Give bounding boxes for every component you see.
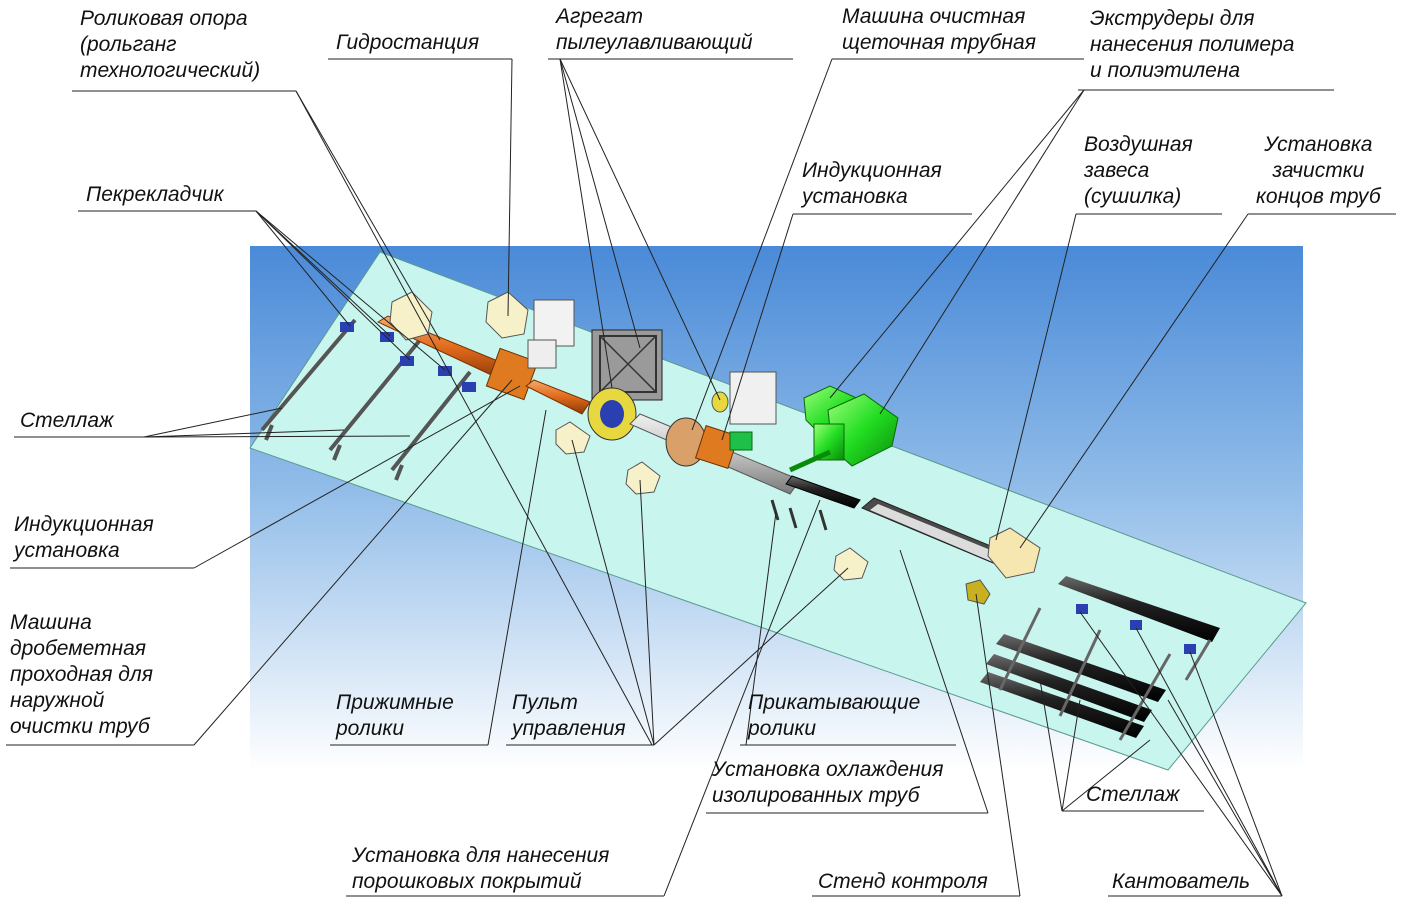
label-line: Воздушная	[1084, 133, 1193, 156]
control-stand	[965, 579, 991, 605]
label-line: проходная для	[10, 663, 153, 686]
label-line: щеточная трубная	[842, 31, 1036, 54]
label-rack-right: Стеллаж	[1086, 782, 1179, 808]
label-line: Пекрекладчик	[86, 183, 224, 206]
label-powder-unit: Установка для нанесения порошковых покры…	[352, 843, 609, 895]
label-line: концов труб	[1256, 185, 1381, 208]
yellow-part	[711, 391, 729, 413]
end-cleaning-unit	[987, 527, 1041, 579]
label-line: (рольганг	[80, 33, 177, 56]
label-line: Установка охлаждения	[712, 758, 944, 781]
label-line: технологический)	[80, 59, 261, 82]
label-induction-left: Индукционная установка	[14, 512, 154, 564]
label-extruders: Экструдеры для нанесения полимера и поли…	[1090, 6, 1294, 84]
label-line: Прикатывающие	[748, 691, 921, 714]
label-line: Установка для нанесения	[352, 844, 610, 867]
label-end-cleaning: Установка зачистки концов труб	[1256, 132, 1381, 210]
label-line: зачистки	[1272, 159, 1365, 182]
panel-box-3	[833, 547, 869, 581]
dust-collector	[591, 329, 663, 401]
label-line: Пульт	[512, 691, 578, 714]
label-line: Машина очистная	[842, 5, 1026, 28]
transfer-arms	[340, 322, 476, 392]
label-roller-support: Роликовая опора (рольганг технологически…	[80, 6, 260, 84]
rolling-rollers	[770, 499, 828, 531]
label-line: установка	[14, 539, 120, 562]
panel-box-1	[555, 421, 591, 455]
label-brush-machine: Машина очистная щеточная трубная	[842, 4, 1036, 56]
label-line: Стеллаж	[1086, 783, 1180, 806]
label-induction-top: Индукционная установка	[802, 158, 942, 210]
label-control-panel: Пульт управления	[512, 690, 626, 742]
label-line: порошковых покрытий	[352, 870, 582, 893]
label-rolling-rollers: Прикатывающие ролики	[748, 690, 920, 742]
label-line: пылеулавливающий	[556, 31, 753, 54]
control-cabinet-mid	[729, 371, 777, 425]
cooling-trough-inner	[870, 504, 1010, 566]
shot-blast-machine	[485, 347, 539, 401]
label-control-stand: Стенд контроля	[818, 869, 988, 895]
leader-lines	[143, 58, 1283, 897]
label-line: Стеллаж	[20, 409, 114, 432]
label-rack-left: Стеллаж	[20, 408, 113, 434]
label-line: Машина	[10, 611, 92, 634]
green-block-small	[729, 431, 753, 451]
extruders	[788, 385, 899, 473]
orange-pipe-2	[525, 379, 591, 415]
label-underlines	[6, 58, 1396, 897]
panel-box-2	[625, 461, 661, 495]
label-line: ролики	[336, 717, 405, 740]
label-line: дробеметная	[10, 637, 147, 660]
label-line: Стенд контроля	[818, 870, 988, 893]
label-dust-unit: Агрегат пылеулавливающий	[556, 4, 753, 56]
label-line: Индукционная	[802, 159, 942, 182]
label-line: очистки труб	[10, 715, 150, 738]
label-line: нанесения полимера	[1090, 33, 1295, 56]
label-line: Агрегат	[556, 5, 644, 28]
label-transfer: Пекрекладчик	[86, 182, 224, 208]
label-line: ролики	[748, 717, 817, 740]
label-air-curtain: Воздушная завеса (сушилка)	[1084, 132, 1193, 210]
label-line: Роликовая опора	[80, 7, 248, 30]
label-line: завеса	[1084, 159, 1150, 182]
label-line: Индукционная	[14, 513, 154, 536]
label-line: и полиэтилена	[1090, 59, 1241, 82]
powder-chamber-core	[600, 400, 624, 428]
label-hydrostation: Гидростанция	[336, 30, 479, 56]
label-line: Установка	[1264, 133, 1373, 156]
label-line: установка	[802, 185, 908, 208]
label-line: Прижимные	[336, 691, 454, 714]
coated-pipe	[785, 475, 861, 509]
label-line: (сушилка)	[1084, 185, 1182, 208]
right-rack	[980, 576, 1220, 741]
label-line: изолированных труб	[712, 784, 920, 807]
label-line: Экструдеры для	[1090, 7, 1255, 30]
cabinet-2	[527, 339, 557, 369]
label-line: управления	[512, 717, 626, 740]
label-tilter: Кантователь	[1112, 869, 1250, 895]
label-line: Гидростанция	[336, 31, 480, 54]
label-shot-blast: Машина дробеметная проходная для наружно…	[10, 610, 153, 740]
induction-coil	[694, 424, 740, 470]
label-pinch-rollers: Прижимные ролики	[336, 690, 454, 742]
cabinet-1	[533, 299, 575, 347]
label-line: Кантователь	[1112, 870, 1251, 893]
label-line: наружной	[10, 689, 105, 712]
label-cooling-unit: Установка охлаждения изолированных труб	[712, 757, 943, 809]
